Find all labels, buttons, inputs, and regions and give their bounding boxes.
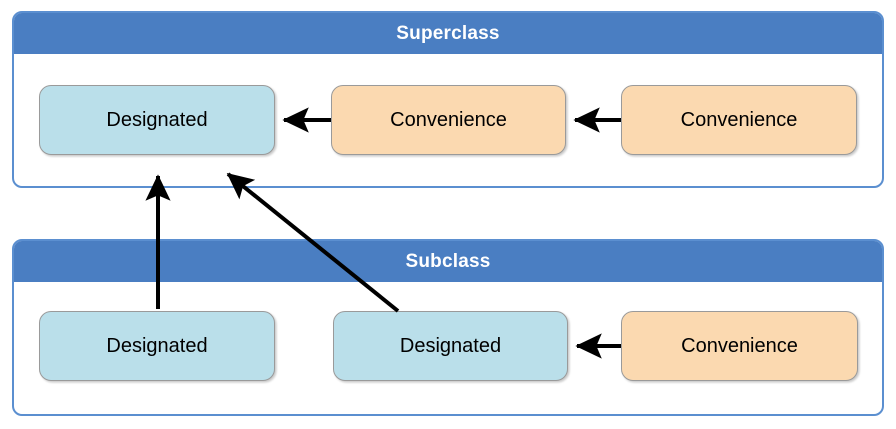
node-label: Designated (106, 108, 208, 131)
node-label: Designated (106, 334, 208, 357)
group-superclass-header: Superclass (14, 13, 882, 54)
node-label: Convenience (680, 108, 798, 131)
node-label: Convenience (390, 108, 507, 131)
group-subclass-header: Subclass (14, 241, 882, 282)
node-superclass-convenience-1[interactable]: Convenience (331, 85, 566, 155)
node-subclass-convenience-1[interactable]: Convenience (621, 311, 858, 381)
node-superclass-convenience-2[interactable]: Convenience (621, 85, 857, 155)
node-label: Designated (399, 334, 502, 357)
node-label: Convenience (681, 334, 798, 357)
node-superclass-designated[interactable]: Designated (39, 85, 275, 155)
node-subclass-designated-2[interactable]: Designated (333, 311, 568, 381)
node-subclass-designated-1[interactable]: Designated (39, 311, 275, 381)
